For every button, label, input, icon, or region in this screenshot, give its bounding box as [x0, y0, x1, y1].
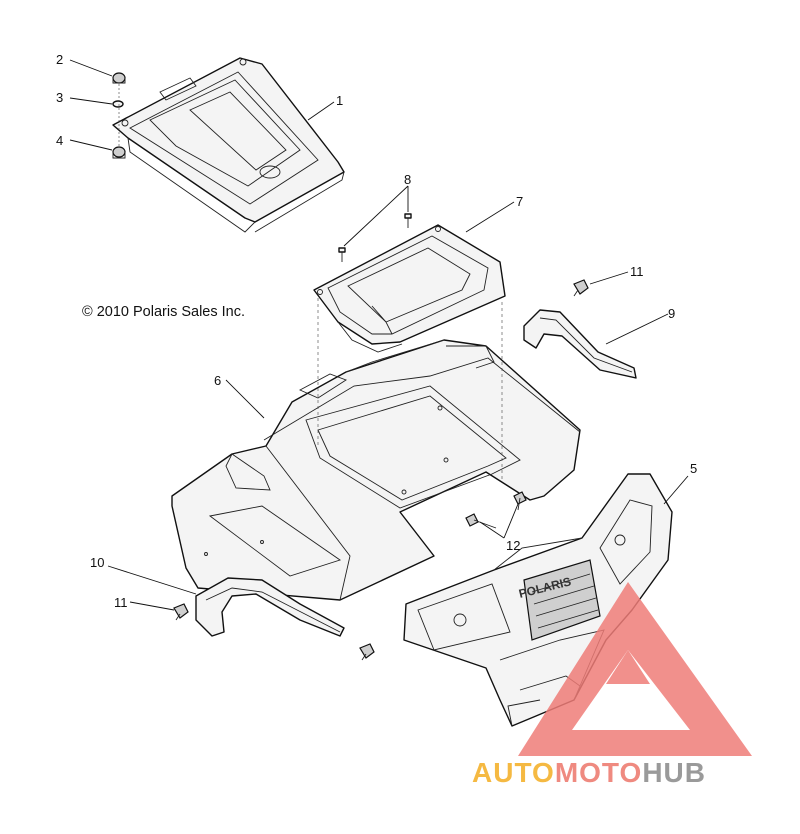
- part-11-pushpin: [173, 279, 589, 661]
- watermark-triangle: [518, 582, 752, 756]
- leader-lines: [69, 59, 689, 611]
- part-8-screw: [338, 213, 412, 262]
- part-3-washer: [112, 100, 124, 108]
- callout-12: 12: [506, 538, 520, 553]
- callout-7: 7: [516, 194, 523, 209]
- callout-11-right: 11: [630, 264, 644, 279]
- callout-10: 10: [90, 555, 104, 570]
- callout-6: 6: [214, 373, 221, 388]
- part-1-storage-cover: [112, 57, 345, 233]
- callout-11-left: 11: [114, 595, 128, 610]
- callout-4: 4: [56, 133, 63, 148]
- callout-8: 8: [404, 172, 411, 187]
- callout-5: 5: [690, 461, 697, 476]
- part-7-storage-bin: [313, 224, 506, 353]
- callout-9: 9: [668, 306, 675, 321]
- watermark-moto: MOTO: [555, 757, 642, 788]
- callout-labels: 1 2 3 4 5 6 7 8 9 10 11 11 12: [56, 52, 697, 610]
- part-10-fender-flare: [195, 577, 345, 637]
- callout-1: 1: [336, 93, 343, 108]
- part-2-fastener: [112, 72, 126, 84]
- part-4-grommet: [112, 146, 126, 159]
- part-9-fender-flare: [523, 309, 637, 379]
- watermark-logo: [518, 582, 752, 756]
- part-6-hood: [171, 339, 581, 601]
- part-12-screw: [465, 491, 527, 529]
- part-5-front-fascia: [403, 473, 673, 727]
- copyright-notice: © 2010 Polaris Sales Inc.: [82, 304, 245, 320]
- watermark-wordmark: AUTOMOTOHUB: [472, 757, 706, 788]
- watermark-auto: AUTO: [472, 757, 555, 788]
- watermark-hub: HUB: [642, 757, 706, 788]
- callout-3: 3: [56, 90, 63, 105]
- callout-2: 2: [56, 52, 63, 67]
